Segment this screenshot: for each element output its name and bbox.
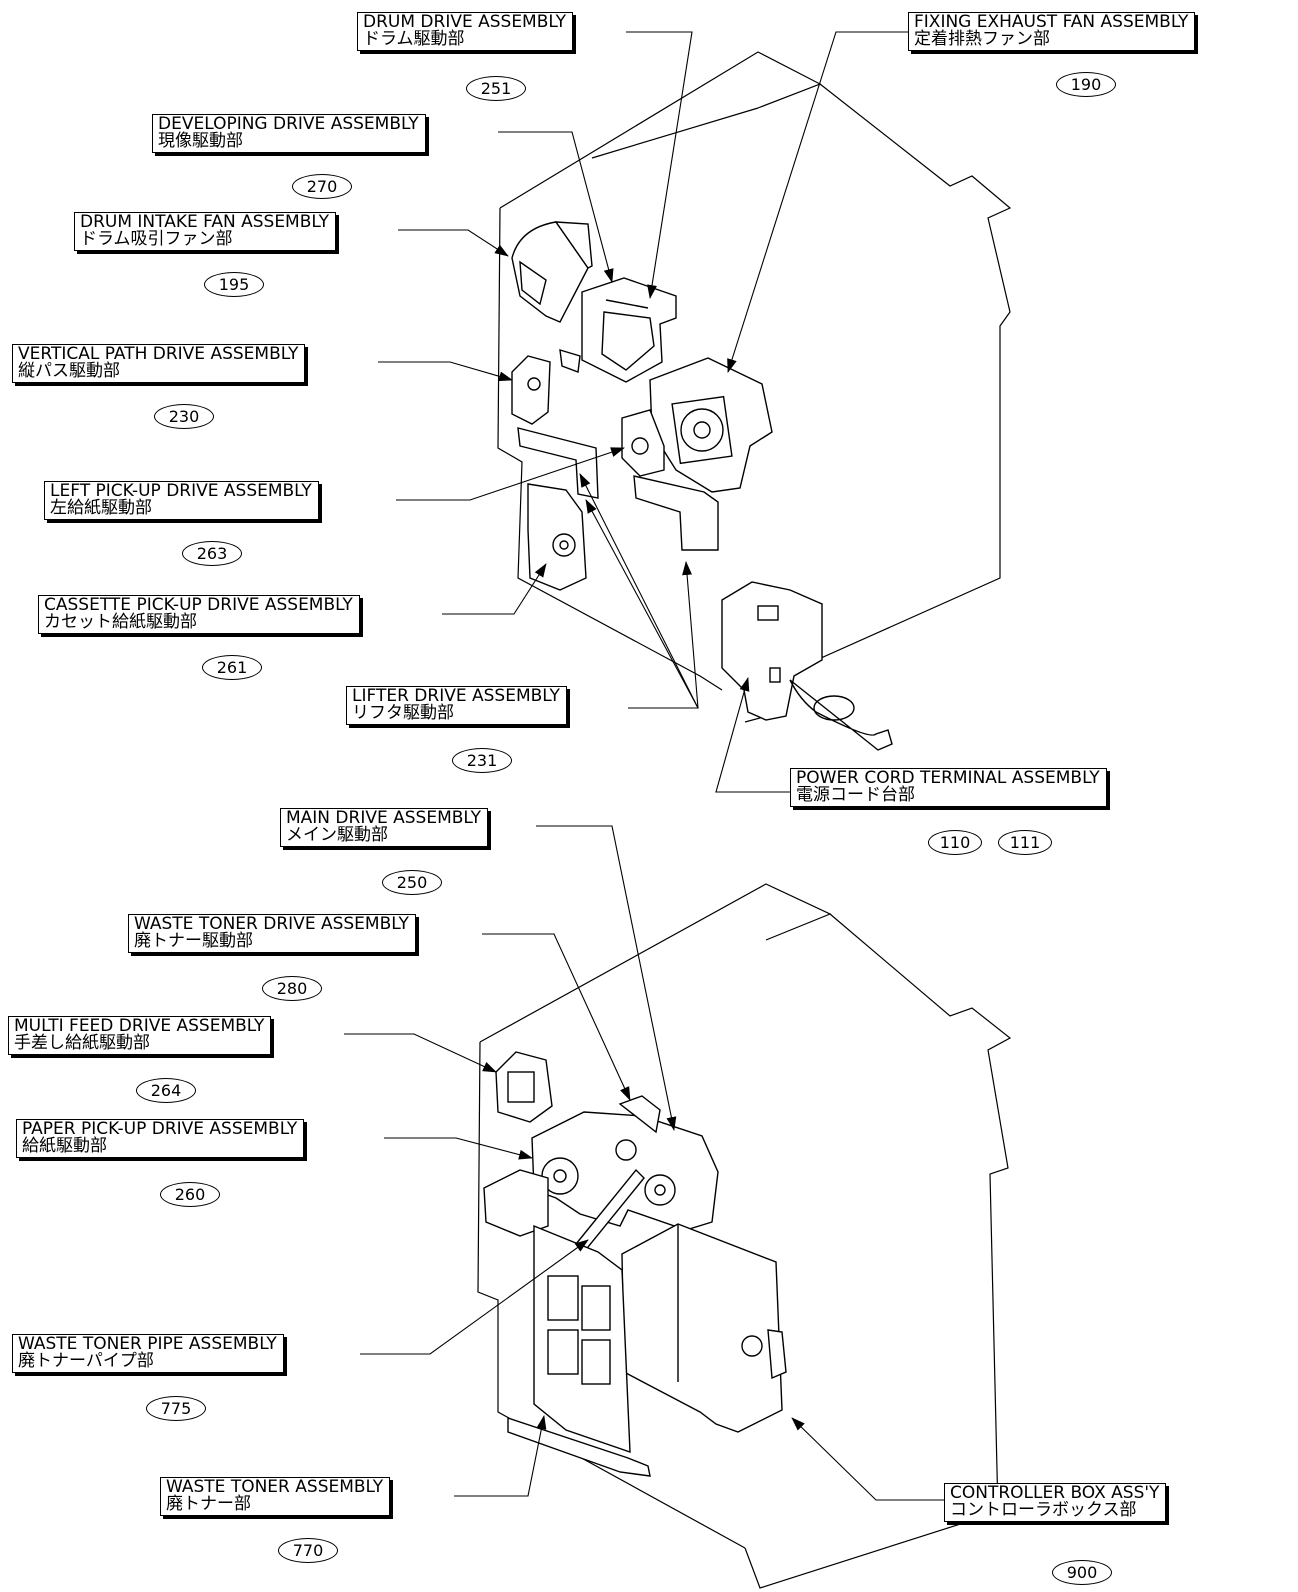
vertical-path-drive-part	[511, 355, 599, 499]
fixing-exhaust-fan-part	[621, 357, 773, 551]
ref-number: 190	[1056, 72, 1116, 97]
label-jp: 廃トナーパイプ部	[18, 1351, 154, 1371]
label-jp: カセット給紙駆動部	[44, 612, 197, 632]
leader-waste-toner-pipe	[360, 1239, 589, 1355]
label-en: MULTI FEED DRIVE ASSEMBLY	[14, 1016, 265, 1036]
label-paper-pickup-drive: PAPER PICK-UP DRIVE ASSEMBLY 給紙駆動部	[16, 1119, 305, 1158]
label-waste-toner: WASTE TONER ASSEMBLY 廃トナー部	[160, 1477, 391, 1516]
leader-controller-box	[791, 1417, 946, 1501]
ref-number: 900	[1052, 1560, 1112, 1585]
drum-drive-part	[559, 277, 677, 383]
leader-fixing-exhaust-fan	[727, 31, 910, 373]
leader-power-cord-terminal	[715, 677, 790, 793]
leader-drum-drive	[626, 31, 693, 299]
label-developing-drive: DEVELOPING DRIVE ASSEMBLY 現像駆動部	[152, 114, 426, 153]
ref-number: 270	[292, 174, 352, 199]
label-drum-drive: DRUM DRIVE ASSEMBLY ドラム駆動部	[357, 12, 573, 51]
label-multi-feed-drive: MULTI FEED DRIVE ASSEMBLY 手差し給紙駆動部	[8, 1016, 272, 1055]
leader-lines	[344, 31, 946, 1501]
label-jp: 手差し給紙駆動部	[14, 1033, 150, 1053]
leader-main-drive	[536, 825, 677, 1131]
label-jp: 定着排熱ファン部	[914, 29, 1050, 49]
label-jp: ドラム吸引ファン部	[80, 229, 233, 249]
upper-parts	[511, 221, 893, 751]
leader-vertical-path-drive	[378, 361, 513, 382]
label-controller-box: CONTROLLER BOX ASS'Y コントローラボックス部	[944, 1483, 1167, 1522]
waste-toner-part	[507, 1224, 651, 1477]
ref-number: 110	[928, 830, 982, 855]
ref-number: 250	[382, 870, 442, 895]
ref-number: 195	[204, 272, 264, 297]
leader-lifter-drive-c	[682, 561, 699, 709]
label-jp: 左給紙駆動部	[50, 498, 152, 518]
leader-left-pickup-drive	[396, 447, 625, 501]
cassette-pickup-drive-part	[527, 483, 587, 591]
label-jp: リフタ駆動部	[352, 703, 454, 723]
label-waste-toner-drive: WASTE TONER DRIVE ASSEMBLY 廃トナー駆動部	[128, 914, 416, 953]
ref-number: 264	[136, 1078, 196, 1103]
label-en: PAPER PICK-UP DRIVE ASSEMBLY	[22, 1119, 298, 1139]
lower-parts	[483, 1051, 787, 1477]
label-en: DEVELOPING DRIVE ASSEMBLY	[158, 114, 419, 134]
ref-number: 251	[466, 76, 526, 101]
label-en: DRUM DRIVE ASSEMBLY	[363, 12, 566, 32]
label-en: WASTE TONER DRIVE ASSEMBLY	[134, 914, 409, 934]
label-en: FIXING EXHAUST FAN ASSEMBLY	[914, 12, 1189, 32]
label-drum-intake-fan: DRUM INTAKE FAN ASSEMBLY ドラム吸引ファン部	[74, 212, 336, 251]
label-lifter-drive: LIFTER DRIVE ASSEMBLY リフタ駆動部	[346, 686, 567, 725]
leader-paper-pickup-drive	[384, 1137, 533, 1160]
label-power-cord-terminal: POWER CORD TERMINAL ASSEMBLY 電源コード台部	[790, 768, 1107, 807]
label-jp: 廃トナー部	[166, 1494, 251, 1514]
label-en: CASSETTE PICK-UP DRIVE ASSEMBLY	[44, 595, 353, 615]
label-jp: 給紙駆動部	[22, 1136, 107, 1156]
label-cassette-pickup-drive: CASSETTE PICK-UP DRIVE ASSEMBLY カセット給紙駆動…	[38, 595, 360, 634]
ref-number: 263	[182, 541, 242, 566]
ref-number: 280	[262, 976, 322, 1001]
leader-lifter-drive-b	[579, 473, 699, 709]
label-en: LEFT PICK-UP DRIVE ASSEMBLY	[50, 481, 312, 501]
label-en: CONTROLLER BOX ASS'Y	[950, 1483, 1160, 1503]
label-en: LIFTER DRIVE ASSEMBLY	[352, 686, 560, 706]
label-vertical-path-drive: VERTICAL PATH DRIVE ASSEMBLY 縦パス駆動部	[12, 344, 306, 383]
main-drive-part	[531, 1095, 719, 1231]
ref-number: 260	[160, 1182, 220, 1207]
leader-multi-feed-drive	[344, 1033, 497, 1073]
leader-cassette-pickup-drive	[442, 563, 547, 615]
label-main-drive: MAIN DRIVE ASSEMBLY メイン駆動部	[280, 808, 489, 847]
label-jp: メイン駆動部	[286, 825, 388, 845]
ref-number: 770	[278, 1538, 338, 1563]
label-jp: 廃トナー駆動部	[134, 931, 253, 951]
label-en: DRUM INTAKE FAN ASSEMBLY	[80, 212, 329, 232]
power-cord-terminal-part	[721, 581, 893, 751]
ref-number: 775	[146, 1396, 206, 1421]
label-en: WASTE TONER PIPE ASSEMBLY	[18, 1334, 277, 1354]
label-jp: ドラム駆動部	[363, 29, 465, 49]
label-jp: 縦パス駆動部	[18, 361, 120, 381]
label-fixing-exhaust-fan: FIXING EXHAUST FAN ASSEMBLY 定着排熱ファン部	[908, 12, 1196, 51]
ref-number: 111	[998, 830, 1052, 855]
multi-feed-drive-part	[495, 1051, 553, 1123]
leader-waste-toner	[454, 1415, 547, 1497]
waste-toner-pipe-part	[483, 1168, 645, 1254]
drum-intake-fan-part	[511, 221, 593, 323]
label-en: POWER CORD TERMINAL ASSEMBLY	[796, 768, 1100, 788]
leader-waste-toner-drive	[482, 933, 631, 1101]
label-jp: コントローラボックス部	[950, 1500, 1137, 1520]
leader-developing-drive	[498, 131, 614, 283]
leader-drum-intake-fan	[398, 229, 509, 257]
label-en: MAIN DRIVE ASSEMBLY	[286, 808, 482, 828]
ref-number: 230	[154, 404, 214, 429]
label-jp: 現像駆動部	[158, 131, 243, 151]
label-en: WASTE TONER ASSEMBLY	[166, 1477, 384, 1497]
ref-number: 261	[202, 655, 262, 680]
controller-box-part	[621, 1223, 787, 1433]
label-waste-toner-pipe: WASTE TONER PIPE ASSEMBLY 廃トナーパイプ部	[12, 1334, 284, 1373]
label-en: VERTICAL PATH DRIVE ASSEMBLY	[18, 344, 299, 364]
ref-number: 231	[452, 748, 512, 773]
label-jp: 電源コード台部	[796, 785, 915, 805]
label-left-pickup-drive: LEFT PICK-UP DRIVE ASSEMBLY 左給紙駆動部	[44, 481, 319, 520]
